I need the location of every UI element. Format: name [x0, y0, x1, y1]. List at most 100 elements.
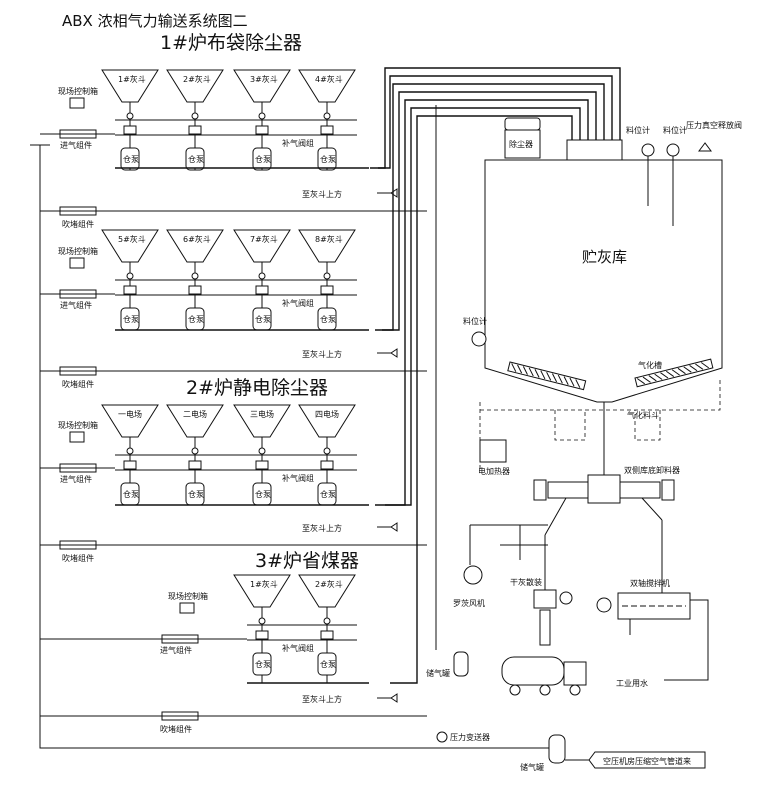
pump-label: 仓泵 — [320, 489, 336, 499]
air-tanks: 储气罐 储气罐 压力变送器 空压机房压缩空气管道来 — [426, 105, 706, 772]
dust-collector-label: 除尘器 — [509, 139, 533, 149]
hopper-sections: 1#灰斗仓泵2#灰斗仓泵3#灰斗仓泵4#灰斗仓泵现场控制箱进气组件吹堵组件补气阀… — [40, 69, 427, 734]
hopper-label: 二电场 — [183, 409, 207, 419]
to-hopper-top-label: 至灰斗上方 — [302, 189, 342, 199]
level-meter-label-2: 料位计 — [663, 125, 687, 135]
ash-hopper — [298, 404, 356, 438]
hopper-label: 3#灰斗 — [250, 74, 278, 84]
roots-blower: 罗茨风机 — [453, 524, 548, 608]
ash-hopper — [101, 69, 159, 103]
blow-group-label: 吹堵组件 — [62, 379, 94, 389]
ash-hopper — [101, 229, 159, 263]
electric-heater-label: 电加热器 — [478, 466, 510, 476]
silo-label: 贮灰库 — [582, 248, 627, 266]
control-box-label: 现场控制箱 — [58, 86, 98, 96]
intake-group-label: 进气组件 — [60, 300, 92, 310]
aeration-hopper-label: 气化料斗 — [627, 410, 659, 420]
intake-group-label: 进气组件 — [160, 645, 192, 655]
pump-label: 仓泵 — [320, 659, 336, 669]
dry-ash-loader-label: 干灰散装 — [510, 577, 542, 587]
ash-hopper — [298, 574, 356, 608]
dual-shaft-mixer: 双轴搅拌机 工业用水 — [596, 520, 709, 688]
hopper-label: 1#灰斗 — [118, 74, 146, 84]
pump-label: 仓泵 — [123, 154, 139, 164]
section-3: 一电场仓泵二电场仓泵三电场仓泵四电场仓泵现场控制箱进气组件吹堵组件补气阀组至灰斗… — [40, 404, 427, 563]
air-tank-label-1: 储气罐 — [426, 668, 450, 678]
dual-gate-label: 双侧库底卸料器 — [624, 465, 680, 475]
section-label-2: 2#炉静电除尘器 — [186, 377, 328, 399]
electric-heater — [479, 439, 507, 463]
hopper-label: 1#灰斗 — [250, 579, 278, 589]
control-box-label: 现场控制箱 — [58, 246, 98, 256]
pump-label: 仓泵 — [255, 489, 271, 499]
dual-gate-discharger: 双侧库底卸料器 — [533, 402, 680, 536]
hopper-label: 6#灰斗 — [183, 234, 211, 244]
intake-group-label: 进气组件 — [60, 140, 92, 150]
control-box-label: 现场控制箱 — [168, 591, 208, 601]
control-box — [179, 602, 195, 614]
roots-blower-label: 罗茨风机 — [453, 598, 485, 608]
pump-label: 仓泵 — [123, 489, 139, 499]
ash-hopper — [298, 229, 356, 263]
aeration-slot-label: 气化槽 — [638, 360, 662, 370]
hopper-label: 三电场 — [250, 409, 274, 419]
ash-hopper — [101, 404, 159, 438]
hopper-label: 8#灰斗 — [315, 234, 343, 244]
level-meter-label-1: 料位计 — [626, 125, 650, 135]
pump-label: 仓泵 — [188, 489, 204, 499]
make-up-valve-label: 补气阀组 — [282, 138, 314, 148]
ash-hopper — [166, 229, 224, 263]
compressed-air-label: 空压机房压缩空气管道来 — [603, 756, 691, 766]
mixer-label: 双轴搅拌机 — [630, 578, 670, 588]
air-tank-label-2: 储气罐 — [520, 762, 544, 772]
main-air-header — [39, 145, 560, 749]
make-up-valve-label: 补气阀组 — [282, 473, 314, 483]
blow-group-label: 吹堵组件 — [62, 553, 94, 563]
control-box — [69, 431, 85, 443]
hopper-label: 2#灰斗 — [183, 74, 211, 84]
pump-label: 仓泵 — [255, 154, 271, 164]
blow-group-label: 吹堵组件 — [62, 219, 94, 229]
pump-label: 仓泵 — [320, 314, 336, 324]
pressure-vacuum-valve-label: 压力真空释放阀 — [686, 120, 742, 130]
control-box — [69, 257, 85, 269]
to-hopper-top-label: 至灰斗上方 — [302, 694, 342, 704]
ash-hopper — [233, 404, 291, 438]
diagram-title: ABX 浓相气力输送系统图二 — [62, 12, 248, 30]
control-box — [69, 97, 85, 109]
ash-silo: 除尘器 贮灰库 气化槽 料位计 料位计 压力真空释放阀 料位计 — [463, 117, 742, 403]
make-up-valve-label: 补气阀组 — [282, 643, 314, 653]
pump-label: 仓泵 — [255, 314, 271, 324]
hopper-label: 5#灰斗 — [118, 234, 146, 244]
pump-label: 仓泵 — [123, 314, 139, 324]
pump-label: 仓泵 — [255, 659, 271, 669]
section-label-3: 3#炉省煤器 — [255, 550, 359, 572]
control-box-label: 现场控制箱 — [58, 420, 98, 430]
level-meter-label-3: 料位计 — [463, 316, 487, 326]
pump-label: 仓泵 — [188, 154, 204, 164]
make-up-valve-label: 补气阀组 — [282, 298, 314, 308]
blow-group-label: 吹堵组件 — [160, 724, 192, 734]
industrial-water-label: 工业用水 — [616, 678, 648, 688]
ash-hopper — [233, 574, 291, 608]
ash-hopper — [298, 69, 356, 103]
hopper-label: 四电场 — [315, 409, 339, 419]
hopper-label: 7#灰斗 — [250, 234, 278, 244]
pressure-transmitter-label: 压力变送器 — [450, 732, 490, 742]
ash-hopper — [166, 69, 224, 103]
ash-hopper — [166, 404, 224, 438]
hopper-label: 4#灰斗 — [315, 74, 343, 84]
hopper-label: 一电场 — [118, 409, 142, 419]
pump-label: 仓泵 — [320, 154, 336, 164]
section-label-1: 1#炉布袋除尘器 — [160, 32, 302, 54]
pump-label: 仓泵 — [188, 314, 204, 324]
ash-hopper — [233, 69, 291, 103]
to-hopper-top-label: 至灰斗上方 — [302, 349, 342, 359]
to-hopper-top-label: 至灰斗上方 — [302, 523, 342, 533]
hopper-label: 2#灰斗 — [315, 579, 343, 589]
dry-ash-loader: 干灰散装 — [501, 535, 587, 696]
